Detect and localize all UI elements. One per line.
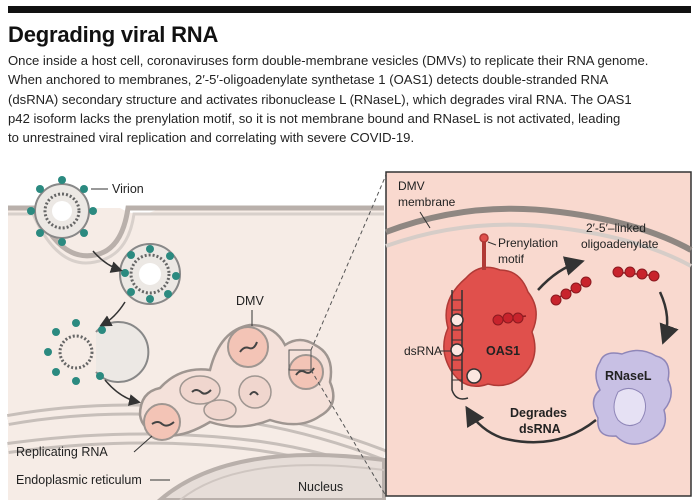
dmv-cluster (138, 323, 335, 441)
description-line: (dsRNA) secondary structure and activate… (8, 91, 632, 107)
oas1-protein (443, 233, 537, 387)
uncoating-virion-icon (44, 319, 150, 385)
label-degrades-2: dsRNA (519, 422, 561, 436)
label-prenylation-1: Prenylation (498, 236, 558, 250)
label-rnasel: RNaseL (605, 369, 652, 383)
replicating-rna-leader (133, 435, 153, 453)
figure-description: Once inside a host cell, coronaviruses f… (8, 51, 691, 147)
label-virion: Virion (112, 182, 144, 196)
label-oligoadenylate-1: 2′-5′–linked (586, 221, 646, 235)
label-dmv: DMV (236, 294, 264, 308)
oligoadenylate-chains (492, 266, 660, 326)
label-degrades-1: Degrades (510, 406, 567, 420)
label-endoplasmic-reticulum: Endoplasmic reticulum (16, 473, 142, 487)
description-line: Once inside a host cell, coronaviruses f… (8, 53, 649, 68)
dmv-membrane-leader (419, 211, 431, 229)
description-line: When anchored to membranes, 2′-5′-oligoa… (8, 72, 609, 88)
label-dsrna: dsRNA (404, 344, 442, 358)
label-dmv-membrane-2: membrane (398, 195, 456, 209)
label-oligoadenylate-2: oligoadenylate (581, 237, 659, 251)
description-line: to unrestrained viral replication and co… (8, 130, 415, 146)
internalized-virion-icon (119, 243, 181, 305)
inset-arrows (465, 256, 679, 444)
label-prenylation-2: motif (498, 252, 525, 266)
figure-title: Degrading viral RNA (8, 22, 219, 47)
dsrna-strand (450, 290, 482, 400)
label-replicating-rna: Replicating RNA (16, 445, 108, 459)
prenylation-leader (487, 241, 497, 246)
top-rule (8, 6, 691, 13)
description-line: p42 isoform lacks the prenylation motif,… (8, 110, 621, 126)
virion-icon (27, 176, 97, 246)
entry-arrows (92, 250, 141, 406)
rnasel-protein (592, 349, 672, 445)
label-nucleus: Nucleus (298, 480, 343, 494)
label-oas1: OAS1 (486, 344, 520, 358)
zoom-lines (310, 174, 387, 497)
inset-marker (288, 349, 312, 371)
label-dmv-membrane-1: DMV (398, 179, 425, 193)
